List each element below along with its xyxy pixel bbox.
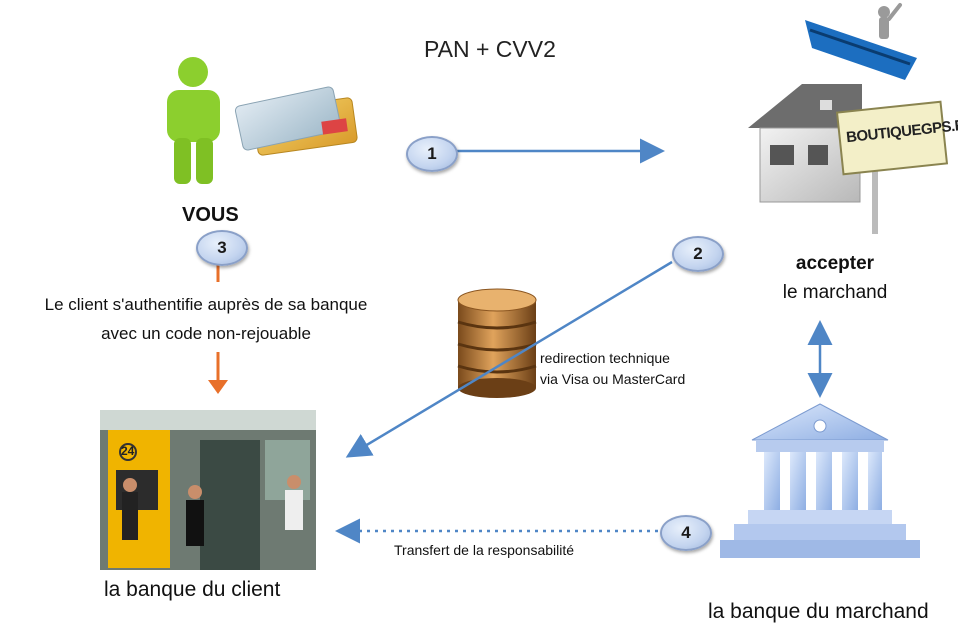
pan-cvv2-label: PAN + CVV2 [424, 36, 556, 62]
merchant-bank-label: la banque du marchand [708, 600, 929, 623]
database-icon [457, 288, 537, 398]
merchant-bank-icon [720, 403, 920, 558]
arrow-step-2 [345, 260, 673, 458]
step-badge-2: 2 [672, 236, 724, 272]
redirect-text: redirection technique via Visa ou Master… [540, 348, 685, 390]
step-badge-4: 4 [660, 515, 712, 551]
step-badge-3: 3 [196, 230, 248, 266]
auth-text: Le client s'authentifie auprès de sa ban… [4, 290, 408, 348]
redirect-line1: redirection technique [540, 350, 670, 366]
merchant-shop-icon [748, 84, 949, 234]
credit-cards-icon [234, 86, 358, 156]
arrow-step-3-head [208, 380, 228, 394]
merchant-accept-label: accepter [795, 253, 875, 274]
www-icon [805, 3, 917, 80]
atm-sign: 24 [121, 444, 135, 458]
person-icon [167, 57, 220, 184]
transfer-label: Transfert de la responsabilité [394, 542, 575, 558]
redirect-line2: via Visa ou MasterCard [540, 371, 686, 387]
merchant-label: le marchand [782, 282, 888, 303]
auth-text-line2: avec un code non-rejouable [101, 324, 311, 343]
you-label: VOUS [182, 204, 239, 226]
client-bank-photo [100, 410, 316, 570]
auth-text-line1: Le client s'authentifie auprès de sa ban… [44, 295, 368, 314]
people-figures [122, 475, 303, 546]
client-bank-label: la banque du client [104, 578, 281, 601]
step-badge-1: 1 [406, 136, 458, 172]
